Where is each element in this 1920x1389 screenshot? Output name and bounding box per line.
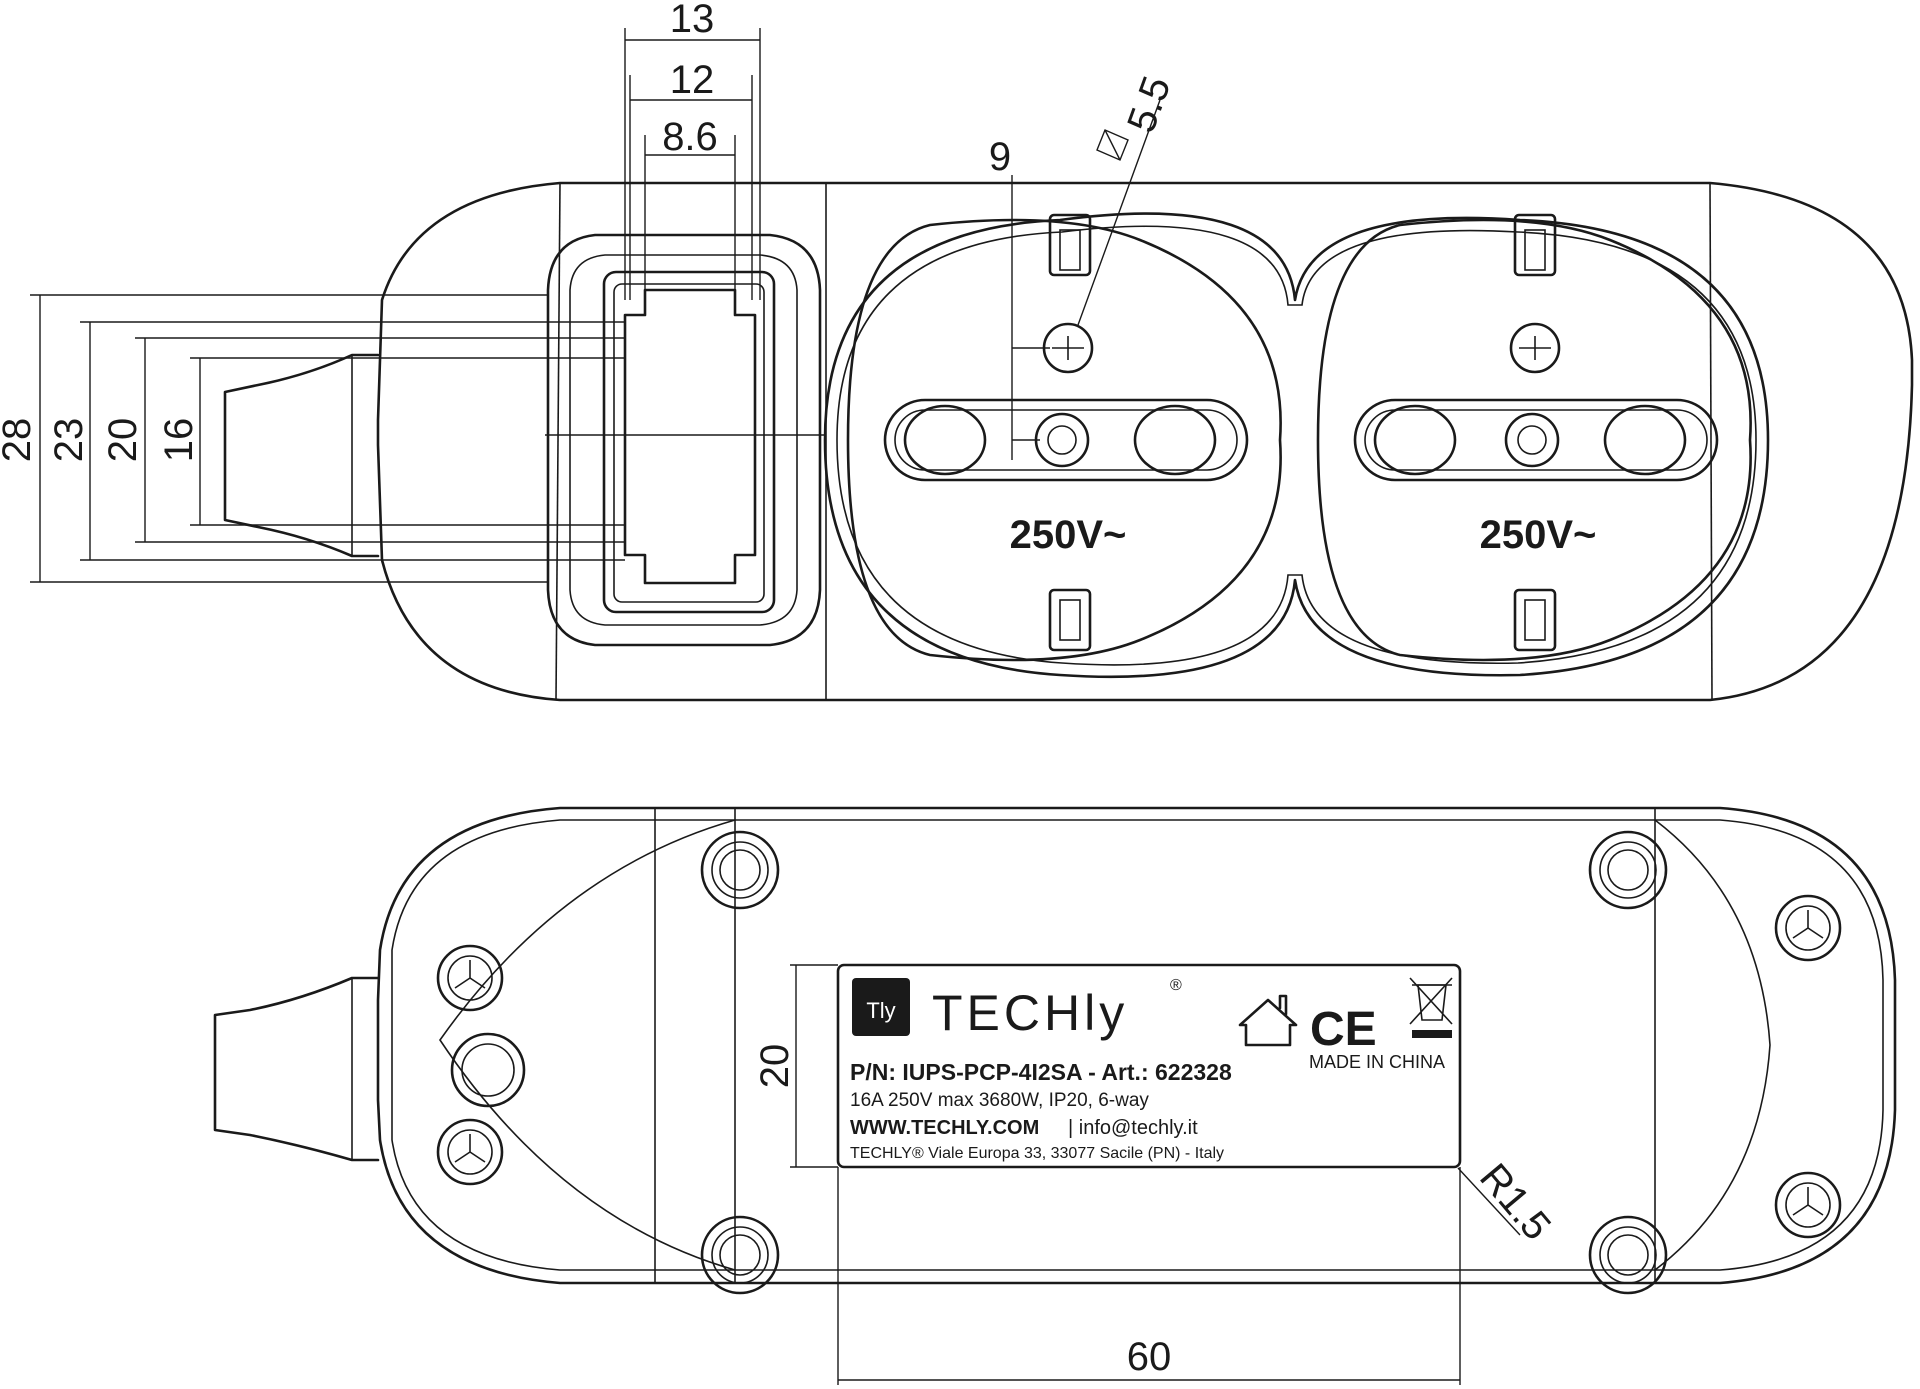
label-width-dimension: 60 (837, 1167, 1461, 1385)
dim-r1-5: R1.5 (1471, 1156, 1559, 1249)
dim-20: 20 (101, 418, 145, 463)
dim-5-5: 5.5 (1119, 71, 1179, 138)
product-label: Tly TECHly ® CE MADE IN CHINA P/N: IUPS-… (836, 963, 1462, 1169)
brand-trademark: ® (1170, 977, 1182, 994)
label-height-dimension: 20 (753, 964, 838, 1168)
socket-surround (823, 212, 1770, 679)
socket-2: 250V~ (1316, 213, 1752, 662)
made-in-label: MADE IN CHINA (1309, 1052, 1445, 1072)
dim-label-60: 60 (1127, 1335, 1172, 1379)
switch-width-dimensions: 13 12 8.6 (624, 0, 761, 300)
dim-28: 28 (0, 418, 39, 463)
dim-12: 12 (670, 58, 715, 102)
screw-icon (1774, 894, 1842, 962)
brand-logo (852, 978, 910, 1036)
crossed-bin-icon (1409, 977, 1453, 1038)
part-number: P/N: IUPS-PCP-4I2SA - Art.: 622328 (850, 1059, 1232, 1085)
foot-pad (1588, 830, 1668, 910)
screw-icon (1774, 1171, 1842, 1239)
plug-bottom (213, 976, 380, 1162)
height-dimensions: 28 23 20 16 (0, 294, 625, 583)
label-radius-dimension: R1.5 (1457, 1156, 1559, 1249)
website-text: WWW.TECHLY.COM (850, 1117, 1039, 1139)
foot-pad (700, 830, 780, 910)
house-icon (1238, 994, 1298, 1047)
bottom-view: Tly TECHly ® CE MADE IN CHINA P/N: IUPS-… (213, 806, 1897, 1385)
brand-logo-text: Tly (866, 998, 895, 1023)
pin-diameter-dimension: 5.5 (1077, 71, 1179, 326)
screw-icon (436, 1118, 504, 1186)
foot-pad (450, 1032, 526, 1108)
foot-pad (700, 1215, 780, 1295)
dim-8-6: 8.6 (662, 115, 718, 159)
dim-23: 23 (47, 418, 91, 463)
dim-9: 9 (989, 135, 1011, 179)
specs-text: 16A 250V max 3680W, IP20, 6-way (850, 1090, 1149, 1111)
dim-label-20: 20 (753, 1044, 797, 1089)
brand-name: TECHly (932, 985, 1128, 1041)
foot-pad (1588, 1215, 1668, 1295)
socket-1: 250V~ (846, 213, 1282, 662)
dim-16: 16 (157, 418, 201, 463)
switch-housing (546, 233, 822, 647)
socket-2-voltage: 250V~ (1480, 513, 1597, 557)
ce-mark-icon: CE (1310, 1003, 1377, 1056)
email-text: | info@techly.it (1068, 1117, 1198, 1139)
socket-1-voltage: 250V~ (1010, 513, 1127, 557)
dim-13: 13 (670, 0, 715, 41)
screw-icon (436, 944, 504, 1012)
socket-offset-dimension: 9 (989, 135, 1050, 460)
address-text: TECHLY® Viale Europa 33, 33077 Sacile (P… (850, 1145, 1224, 1162)
plug-top (223, 353, 380, 558)
top-view: 250V~ 250V~ 13 (0, 0, 1914, 702)
